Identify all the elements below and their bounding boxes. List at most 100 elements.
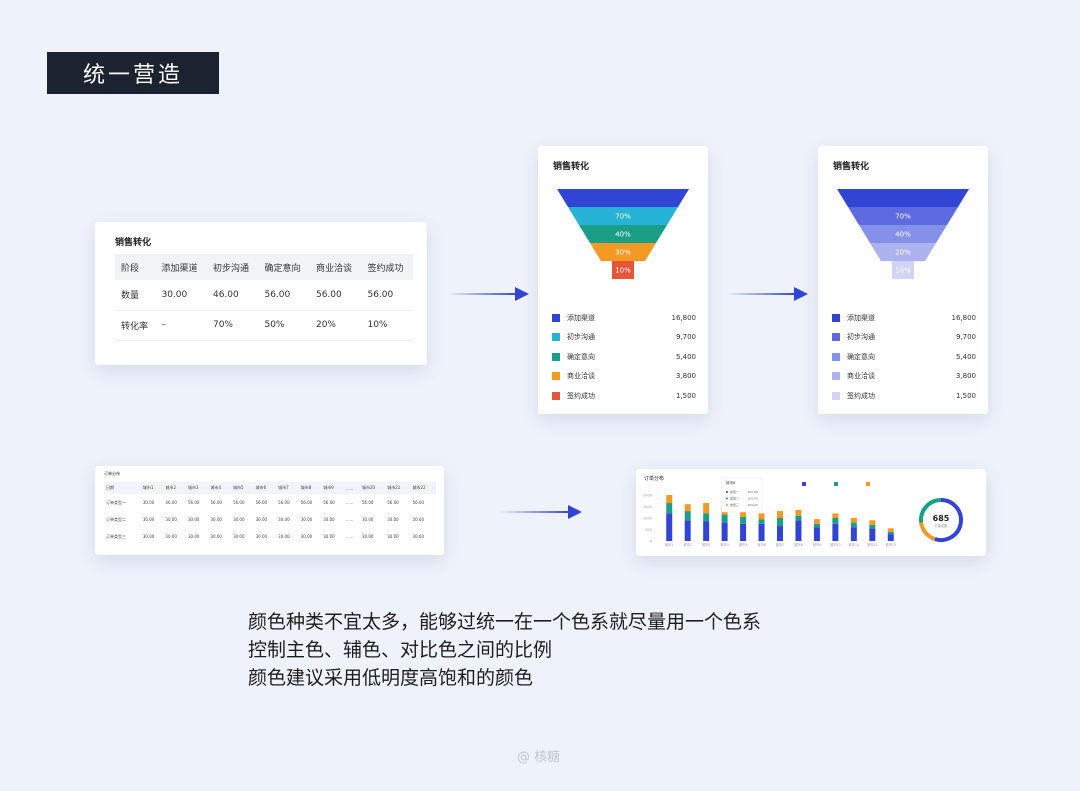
legend-value: 3,800 [675,372,696,381]
bar-segment [721,522,728,541]
legend-swatch [866,482,870,486]
table-cell: 30.00 [255,517,268,522]
section-title: 统一营造 [47,52,219,94]
funnel-label: 40% [615,231,631,239]
x-tick-label: 城市9 [813,542,821,547]
funnel-label: 70% [615,213,631,221]
bar-segment [666,503,673,514]
legend-value: 3,800 [955,372,976,381]
funnel-segment [579,225,667,243]
column-header: 城市6 [253,482,277,494]
x-tick-label: 城市5 [739,542,747,547]
legend-swatch [832,333,840,342]
table-cell: 56.00 [412,500,424,505]
table-cell: 30.00 [142,500,155,505]
table-cell: 56.00 [361,280,413,311]
bar-segment [703,521,710,541]
y-tick-label: 500 [645,528,652,532]
legend-label: 添加渠道 [567,313,595,322]
table-cell: 20% [309,310,362,341]
donut-segment [934,498,963,542]
donut-segment [919,498,942,523]
table-cell: ...... [345,517,354,522]
table-cell: 56.00 [300,500,313,505]
arrow-right-icon [447,287,529,301]
caption: 颜色种类不宜太多，能够过统一在一个色系就尽量用一个色系 控制主色、辅色、对比色之… [248,608,761,692]
table-cell: 50% [258,310,310,341]
tooltip-dot [726,491,728,493]
legend-swatch [832,372,840,381]
bar-segment [832,518,839,524]
bar-segment [795,520,802,541]
funnel-label: 40% [895,231,911,239]
table-cell: 56.00 [278,500,290,505]
bar-segment [887,528,894,532]
table-cell: 订单类型二 [106,516,126,522]
table-cell: 30.00 [412,534,424,539]
table-cell: 30.00 [210,534,222,539]
table-cell: 转化率 [115,310,156,341]
funnel-segment [612,261,634,279]
table-cell: 56.00 [255,500,268,505]
table-cell: 30.00 [187,517,200,522]
bar-segment [813,523,820,528]
legend-value: 16,800 [951,313,977,322]
table-cell: 30.00 [278,534,290,539]
table-cell: 30.00 [323,517,335,522]
column-header: 阶段 [115,254,156,280]
bar-segment [850,518,857,523]
bar-segment [832,523,839,541]
column-header: 初步沟通 [206,254,259,280]
arrow-right-icon [726,287,808,301]
bar-segment [684,511,691,521]
legend-swatch [552,352,560,361]
legend-swatch [834,482,838,486]
bar-segment [703,513,710,522]
caption-line: 颜色建议采用低明度高饱和的颜色 [248,667,534,689]
card-title: 订单分布 [104,471,120,476]
legend-label: 商业洽谈 [847,372,875,381]
table-cell: 56.00 [361,500,374,505]
tooltip-value: 100.00 [748,497,759,501]
column-header: 签约成功 [361,254,413,280]
table-cell: 30.00 [210,517,222,522]
bar-segment [850,522,857,528]
x-tick-label: 城市12 [867,542,877,547]
column-header: 城市5 [231,482,254,494]
funnel-label: 20% [895,249,911,257]
legend-value: 5,400 [955,352,976,361]
tooltip-dot [726,497,728,500]
funnel-label: 10% [895,267,911,275]
legend-label: 签约成功 [847,391,875,400]
x-tick-label: 城市8 [794,542,802,547]
column-header: 城市8 [298,482,322,494]
bar-segment [887,531,894,535]
column-header: 城市9 [321,482,344,494]
donut-value: 685 [933,514,950,523]
bar-segment [721,514,728,523]
table-cell: 订单类型三 [106,533,126,539]
table-cell: 56.00 [187,500,200,505]
table-cell: 70% [206,310,259,341]
legend-swatch [832,352,840,361]
column-header: 商业洽谈 [309,254,362,280]
legend-value: 9,700 [675,333,696,342]
table-cell: 56.00 [309,280,362,311]
funnel-label: 30% [615,249,631,257]
bar-segment [832,513,839,518]
bar-segment [795,509,802,516]
watermark: @ 核糖 [517,750,561,765]
tooltip-value: 100.00 [748,503,759,507]
table-cell: 数量 [115,280,156,311]
bar-segment [666,513,673,541]
table-cell: 30.00 [361,534,374,539]
